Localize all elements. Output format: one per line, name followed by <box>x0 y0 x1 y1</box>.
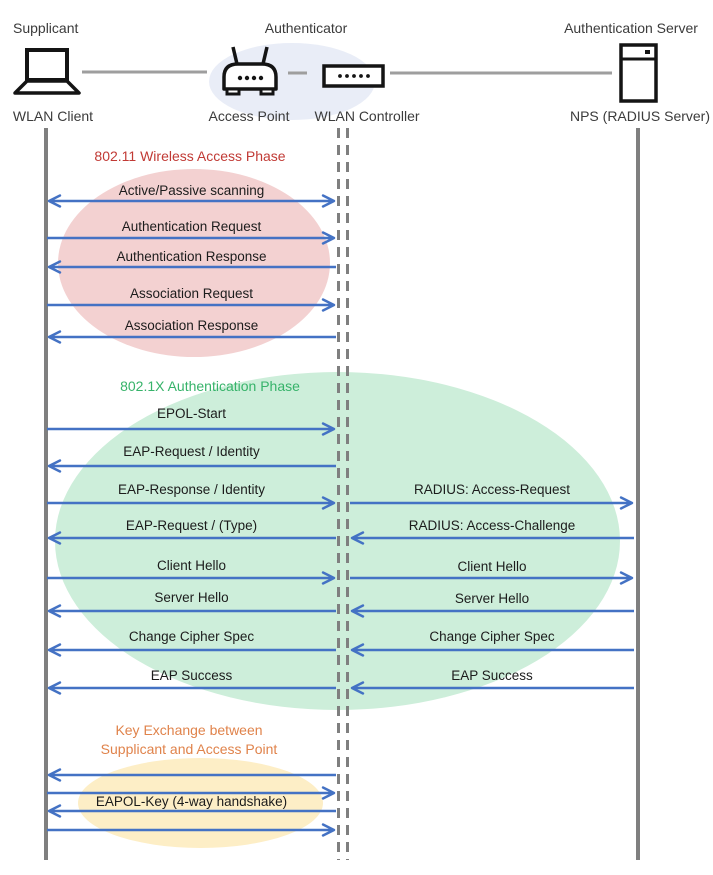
message-arrow-left <box>47 681 336 695</box>
message-label: EPOL-Start <box>156 406 227 421</box>
message-arrow-left <box>47 643 336 657</box>
lifeline-radius-server <box>636 128 640 860</box>
message-label: Change Cipher Spec <box>128 629 255 644</box>
message-arrow-left <box>350 604 634 618</box>
message-arrow-left <box>350 681 634 695</box>
message-label: Authentication Request <box>121 219 262 234</box>
message-arrow-both <box>47 194 336 208</box>
phase2-title: 802.1X Authentication Phase <box>120 378 300 394</box>
message-arrow-left <box>47 260 336 274</box>
message-arrow-right <box>47 786 336 800</box>
message-arrow-right <box>350 571 634 585</box>
message-label: Server Hello <box>454 591 530 606</box>
lifeline-wlan-client <box>44 128 48 860</box>
phase1-title: 802.11 Wireless Access Phase <box>94 148 286 164</box>
message-arrow-right <box>350 496 634 510</box>
node-label-nps-radius-server: NPS (RADIUS Server) <box>569 108 711 124</box>
message-arrow-right <box>47 231 336 245</box>
message-arrow-left <box>350 531 634 545</box>
phase3-title: Key Exchange between Supplicant and Acce… <box>63 721 315 759</box>
message-label: Association Response <box>124 318 259 333</box>
message-arrow-left <box>47 531 336 545</box>
node-label-access-point: Access Point <box>208 108 290 124</box>
message-label: Server Hello <box>154 590 229 605</box>
message-label: EAP-Response / Identity <box>117 482 266 497</box>
role-label-authentication-server: Authentication Server <box>564 20 698 36</box>
role-label-supplicant: Supplicant <box>13 20 79 36</box>
laptop-icon <box>13 48 81 95</box>
message-arrow-left <box>47 604 336 618</box>
role-label-authenticator: Authenticator <box>264 20 348 36</box>
message-label: EAP Success <box>150 668 233 683</box>
message-arrow-right <box>47 298 336 312</box>
message-arrow-right <box>47 571 336 585</box>
server-icon <box>619 43 658 103</box>
phase3-ellipse <box>78 758 323 848</box>
message-label: Client Hello <box>156 558 227 573</box>
node-label-wlan-controller: WLAN Controller <box>314 108 420 124</box>
lifeline-authenticator-right <box>346 128 349 860</box>
message-label: EAP-Request / Identity <box>123 444 260 459</box>
message-label: Change Cipher Spec <box>429 629 555 644</box>
message-arrow-right <box>47 823 336 837</box>
message-label: Association Request <box>129 286 254 301</box>
message-arrow-left <box>47 459 336 473</box>
message-arrow-left <box>350 643 634 657</box>
phase3-title-line2: Supplicant and Access Point <box>100 741 278 757</box>
message-arrow-right <box>47 496 336 510</box>
message-label: RADIUS: Access-Request <box>413 482 571 497</box>
message-label: EAPOL-Key (4-way handshake) <box>95 794 288 809</box>
message-label: RADIUS: Access-Challenge <box>408 518 576 533</box>
lifeline-authenticator-left <box>337 128 340 860</box>
message-label: Client Hello <box>457 559 527 574</box>
message-label: EAP-Request / (Type) <box>125 518 258 533</box>
message-label: Authentication Response <box>116 249 267 264</box>
message-arrow-right <box>47 422 336 436</box>
message-label: EAP Success <box>451 668 533 683</box>
message-arrow-left <box>47 330 336 344</box>
message-arrow-left <box>47 768 336 782</box>
message-arrow-left <box>47 804 336 818</box>
phase3-title-line1: Key Exchange between <box>115 722 263 738</box>
message-label: Active/Passive scanning <box>118 183 265 198</box>
node-label-wlan-client: WLAN Client <box>12 108 94 124</box>
